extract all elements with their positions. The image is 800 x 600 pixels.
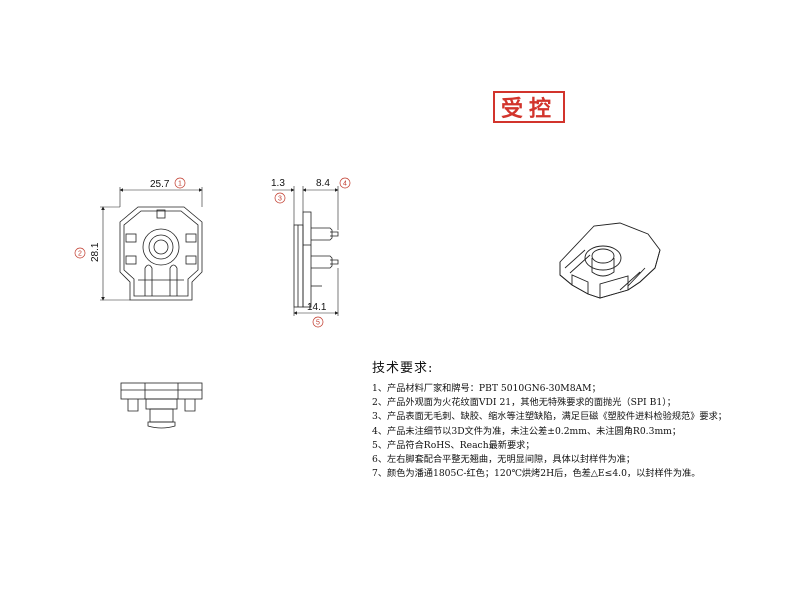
- technical-requirements-title: 技术要求:: [372, 361, 434, 376]
- side-view: [293, 211, 339, 308]
- top-view: [120, 382, 203, 429]
- front-width-ref: 1: [178, 181, 182, 188]
- front-height-ref: 2: [78, 251, 82, 258]
- side-bottom-ref: 5: [316, 320, 320, 327]
- front-width-dimension: [119, 187, 203, 207]
- list-item: 7、颜色为潘通1805C-红色；120℃烘烤2H后，色差△E≤4.0，以封样件为…: [372, 468, 701, 480]
- technical-requirements: 技术要求: 1、产品材料厂家和牌号：PBT 5010GN6-30M8AM； 2、…: [372, 357, 792, 481]
- list-item: 2、产品外观面为火花纹面VDI 21，其他无特殊要求的面抛光（SPI B1）；: [372, 397, 676, 409]
- side-bottom-dimension: [293, 268, 339, 316]
- controlled-stamp: 受控: [493, 91, 565, 123]
- side-bottom-value: 14.1: [307, 302, 327, 313]
- front-height-value: 28.1: [90, 242, 101, 262]
- side-top-right-value: 8.4: [316, 178, 330, 189]
- side-view-body: [293, 224, 304, 308]
- list-item: 6、左右脚套配合平整无翘曲，无明显间隙，具体以封样件为准；: [372, 454, 636, 466]
- side-top-right-ref: 4: [343, 181, 347, 188]
- front-width-value: 25.7: [150, 179, 170, 190]
- front-height-dimension: [100, 206, 130, 301]
- side-top-dimensions: [272, 186, 339, 230]
- side-bottom-ref-circle: [312, 316, 324, 328]
- side-top-left-ref-circle: [274, 192, 286, 204]
- top-view-body: [120, 382, 203, 400]
- side-top-left-value: 1.3: [271, 178, 285, 189]
- list-item: 4、产品未注细节以3D文件为准，未注公差±0.2mm、未注圆角R0.3mm；: [372, 425, 682, 437]
- list-item: 5、产品符合RoHS、Reach最新要求；: [372, 439, 535, 451]
- list-item: 3、产品表面无毛刺、缺胶、缩水等注塑缺陷，满足巨磁《塑胶件进料检验规范》要求；: [372, 411, 727, 423]
- front-height-ref-circle: [74, 247, 86, 259]
- isometric-view: [559, 222, 661, 299]
- front-view: [119, 206, 203, 301]
- front-width-ref-circle: [174, 177, 186, 189]
- front-view-outline: [119, 206, 203, 301]
- technical-requirements-list: 1、产品材料厂家和牌号：PBT 5010GN6-30M8AM； 2、产品外观面为…: [372, 382, 792, 481]
- side-top-right-ref-circle: [339, 177, 351, 189]
- list-item: 1、产品材料厂家和牌号：PBT 5010GN6-30M8AM；: [372, 383, 601, 394]
- side-top-left-ref: 3: [278, 196, 282, 203]
